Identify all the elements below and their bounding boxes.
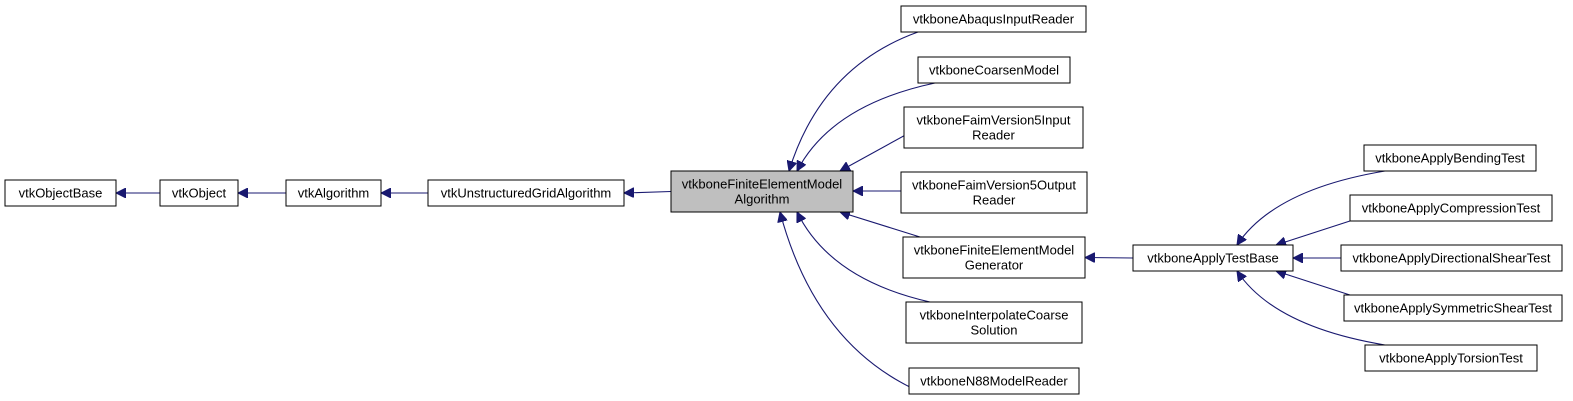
class-name-line: vtkboneFaimVersion5Input <box>917 113 1071 128</box>
class-name-line: vtkboneAbaqusInputReader <box>913 12 1075 27</box>
inheritance-edge-vtkbone-interpolate-coarse-solution-to-vtkbone-finite-element-model-algorithm <box>797 212 931 303</box>
class-name-line: vtkboneApplyTorsionTest <box>1379 351 1523 366</box>
class-node-vtkbone-n88-model-reader[interactable]: vtkboneN88ModelReader <box>908 367 1080 395</box>
class-node-vtkbone-apply-torsion-test[interactable]: vtkboneApplyTorsionTest <box>1364 344 1538 372</box>
class-box <box>902 236 1086 279</box>
class-name-line: Algorithm <box>735 192 790 207</box>
class-box <box>1343 294 1563 322</box>
class-name-line: Solution <box>971 323 1018 338</box>
inheritance-edge-vtkbone-finite-element-model-algorithm-to-vtk-unstructured-grid-algorithm <box>624 192 672 194</box>
class-box <box>908 367 1080 395</box>
class-box <box>427 179 625 207</box>
class-name-line: vtkObject <box>172 186 227 201</box>
inheritance-edge-vtkbone-n88-model-reader-to-vtkbone-finite-element-model-algorithm <box>780 212 926 395</box>
inheritance-edge-vtkbone-finite-element-model-generator-to-vtkbone-finite-element-model-algorithm <box>840 212 921 238</box>
inheritance-edge-vtkbone-abaqus-input-reader-to-vtkbone-finite-element-model-algorithm <box>789 31 919 171</box>
class-node-vtkbone-apply-bending-test[interactable]: vtkboneApplyBendingTest <box>1363 144 1537 172</box>
class-name-line: vtkboneApplyBendingTest <box>1375 151 1525 166</box>
class-name-line: vtkObjectBase <box>19 186 103 201</box>
class-box <box>1340 244 1563 272</box>
inheritance-edge-vtkbone-apply-test-base-to-vtkbone-finite-element-model-generator <box>1085 258 1134 259</box>
class-node-vtk-algorithm[interactable]: vtkAlgorithm <box>285 179 382 207</box>
class-box <box>1349 194 1553 222</box>
class-node-vtk-unstructured-grid-algorithm[interactable]: vtkUnstructuredGridAlgorithm <box>427 179 625 207</box>
class-name-line: vtkboneApplyCompressionTest <box>1362 201 1541 216</box>
class-node-vtkbone-coarsen-model[interactable]: vtkboneCoarsenModel <box>917 56 1071 84</box>
class-node-vtkbone-apply-symmetric-shear-test[interactable]: vtkboneApplySymmetricShearTest <box>1343 294 1563 322</box>
class-name-line: vtkboneFiniteElementModel <box>914 243 1075 258</box>
inheritance-edge-vtkbone-apply-bending-test-to-vtkbone-apply-test-base <box>1237 170 1386 245</box>
class-node-vtkbone-abaqus-input-reader[interactable]: vtkboneAbaqusInputReader <box>900 5 1087 33</box>
class-box <box>903 106 1084 149</box>
class-box <box>1363 144 1537 172</box>
class-name-line: vtkboneInterpolateCoarse <box>920 308 1069 323</box>
class-box <box>900 171 1088 214</box>
class-name-line: Reader <box>972 128 1015 143</box>
class-name-line: vtkAlgorithm <box>298 186 370 201</box>
inheritance-edge-vtkbone-apply-torsion-test-to-vtkbone-apply-test-base <box>1237 271 1386 346</box>
class-box <box>4 179 117 207</box>
inheritance-edge-vtkbone-coarsen-model-to-vtkbone-finite-element-model-algorithm <box>797 82 936 171</box>
class-name-line: vtkboneApplyDirectionalShearTest <box>1353 251 1551 266</box>
class-node-vtkbone-apply-directional-shear-test[interactable]: vtkboneApplyDirectionalShearTest <box>1340 244 1563 272</box>
class-name-line: Reader <box>973 193 1016 208</box>
class-name-line: vtkboneN88ModelReader <box>920 374 1068 389</box>
class-box <box>670 170 854 213</box>
class-box <box>159 179 239 207</box>
class-name-line: vtkboneFiniteElementModel <box>682 177 843 192</box>
class-box <box>917 56 1071 84</box>
class-name-line: vtkUnstructuredGridAlgorithm <box>441 186 612 201</box>
inheritance-edges <box>116 31 1391 395</box>
class-box <box>1132 244 1294 272</box>
class-box <box>285 179 382 207</box>
class-name-line: vtkboneApplyTestBase <box>1147 251 1279 266</box>
class-nodes: vtkObjectBase vtkObject vtkAlgorithm vtkUns… <box>4 5 1563 395</box>
class-name-line: vtkboneApplySymmetricShearTest <box>1354 301 1552 316</box>
class-box <box>900 5 1087 33</box>
class-box <box>905 301 1083 344</box>
class-node-vtkbone-apply-compression-test[interactable]: vtkboneApplyCompressionTest <box>1349 194 1553 222</box>
class-node-vtk-object[interactable]: vtkObject <box>159 179 239 207</box>
class-name-line: Generator <box>965 258 1024 273</box>
class-box <box>1364 344 1538 372</box>
class-node-vtkbone-apply-test-base[interactable]: vtkboneApplyTestBase <box>1132 244 1294 272</box>
class-name-line: vtkboneCoarsenModel <box>929 63 1059 78</box>
class-node-vtk-object-base[interactable]: vtkObjectBase <box>4 179 117 207</box>
class-name-line: vtkboneFaimVersion5Output <box>912 178 1076 193</box>
